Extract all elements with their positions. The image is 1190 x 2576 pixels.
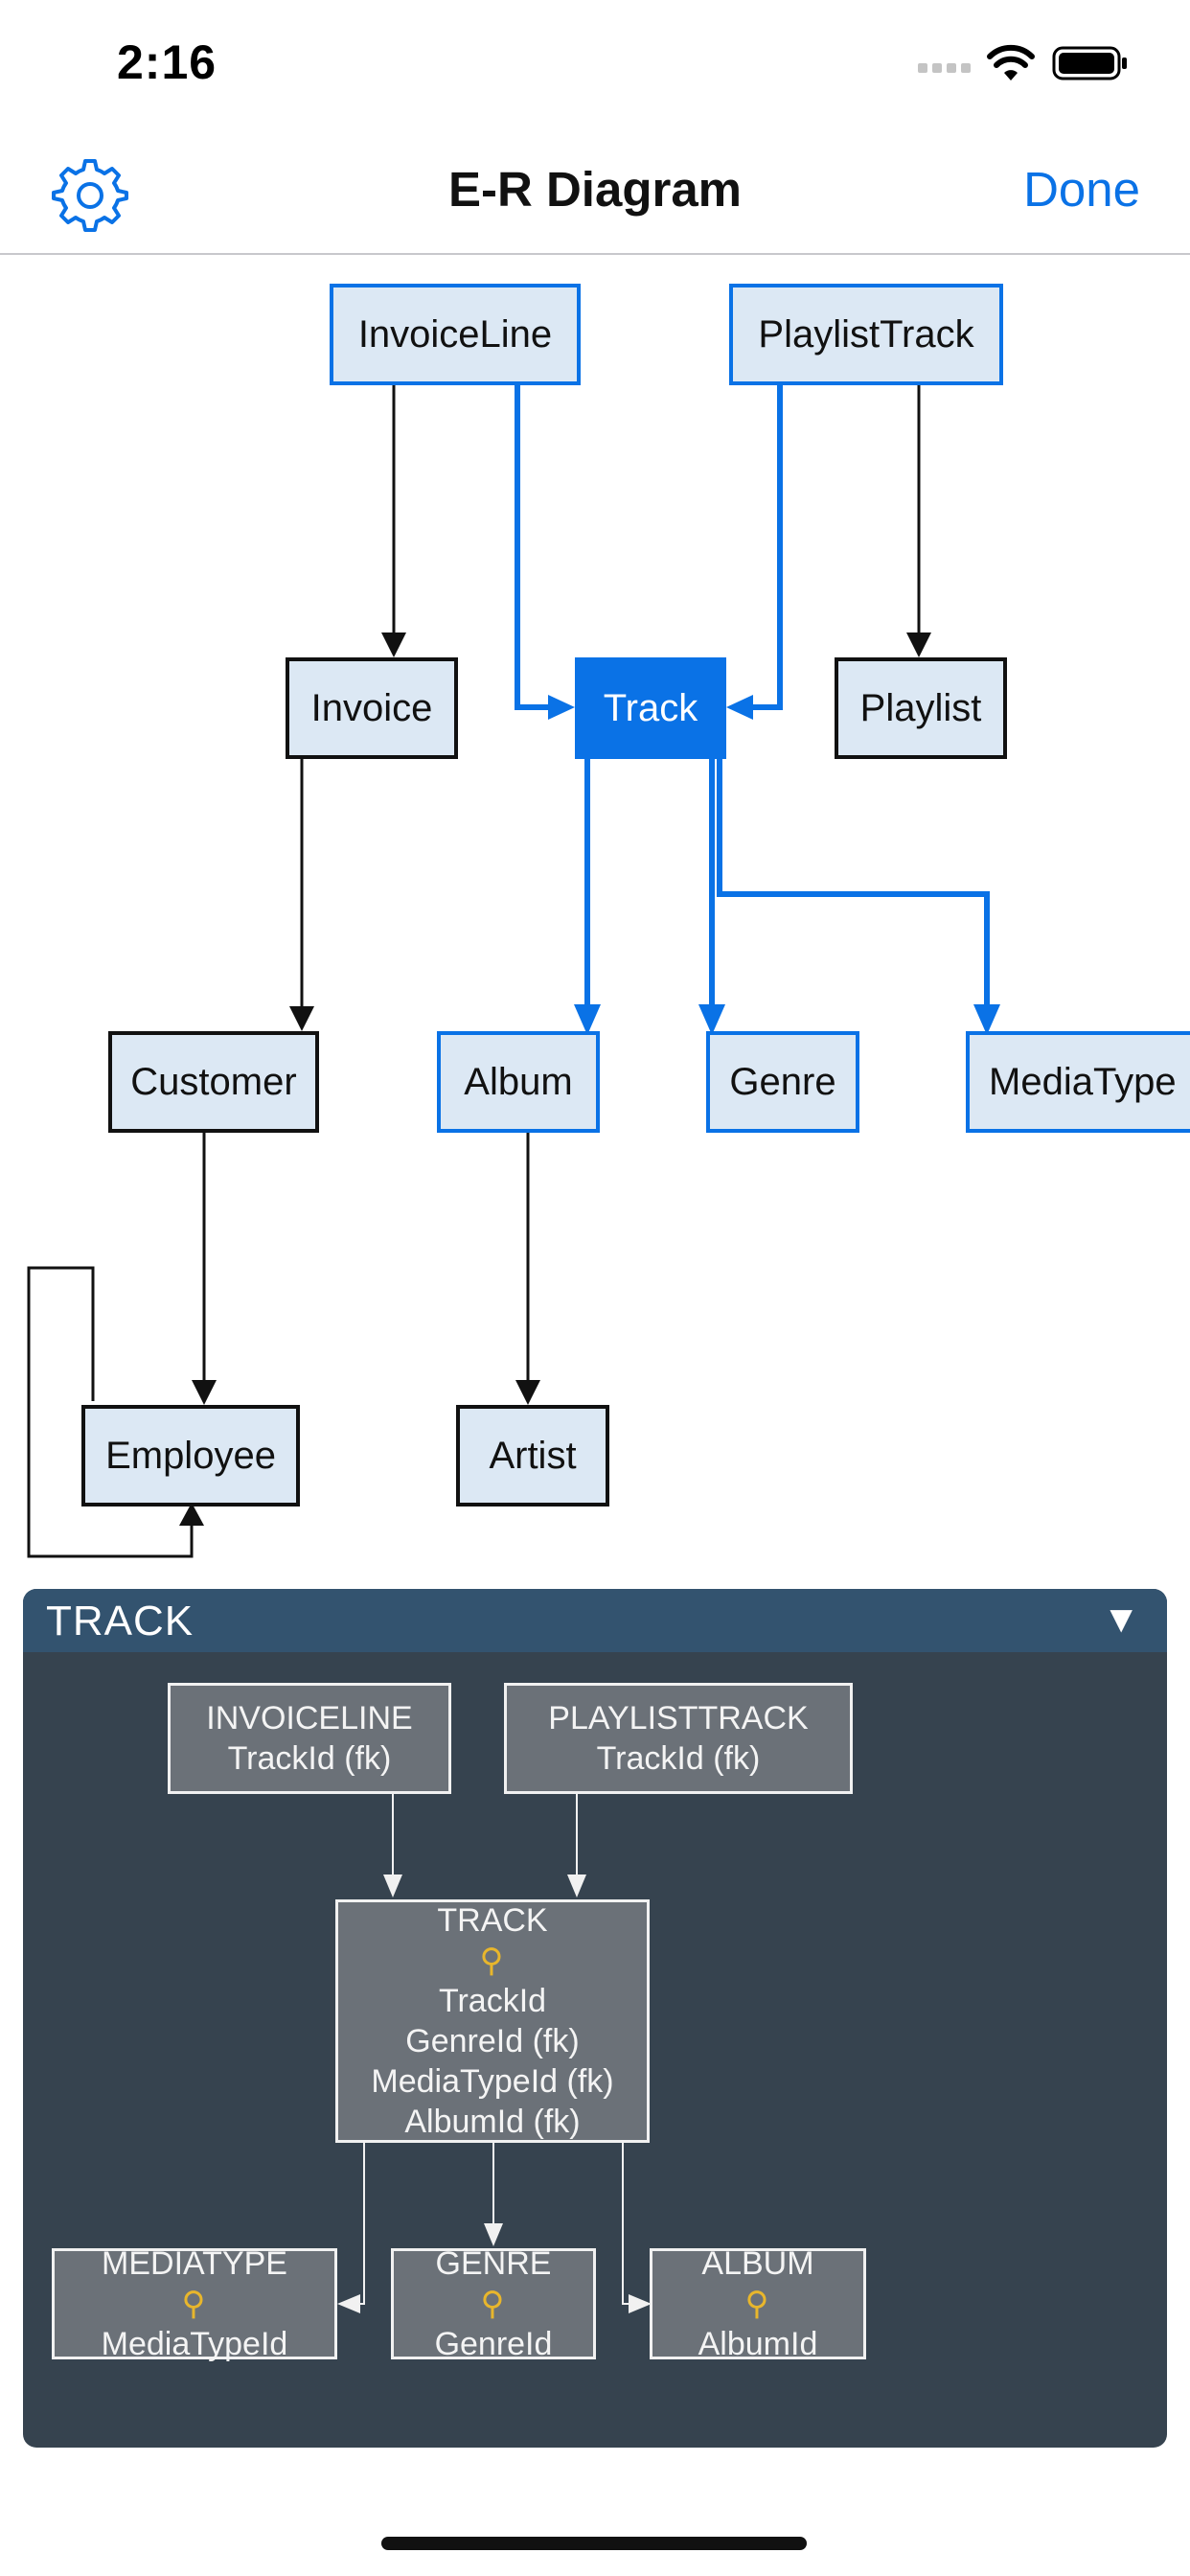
battery-icon (1052, 46, 1127, 80)
entity-field: MediaTypeId (fk) (371, 2063, 614, 2100)
entity-name: INVOICELINE (206, 1700, 413, 1736)
detail-entity-playlisttrack[interactable]: PLAYLISTTRACK TrackId (fk) (504, 1683, 853, 1794)
entity-customer[interactable]: Customer (108, 1031, 319, 1133)
status-bar: 2:16 (0, 0, 1190, 126)
entity-genre[interactable]: Genre (706, 1031, 859, 1133)
diagram-edges (27, 384, 1000, 1558)
detail-edges (337, 1792, 652, 2313)
edge-track-mediatype (717, 758, 990, 1012)
entity-album[interactable]: Album (437, 1031, 600, 1133)
detail-entity-invoiceline[interactable]: INVOICELINE TrackId (fk) (168, 1683, 451, 1794)
detail-entity-genre[interactable]: GENRE ⚲GenreId (391, 2245, 596, 2362)
entity-playlist[interactable]: Playlist (835, 657, 1007, 759)
entity-mediatype[interactable]: MediaType (966, 1031, 1190, 1133)
cellular-signal-icon (918, 63, 971, 73)
primary-key-field: ⚲GenreId (394, 2284, 593, 2364)
primary-key-field: ⚲MediaTypeId (55, 2284, 334, 2364)
arrowhead-artist (515, 1380, 540, 1405)
wifi-icon (987, 44, 1035, 80)
edge-employee-self (27, 1266, 194, 1558)
done-button[interactable]: Done (1023, 162, 1140, 217)
arrowhead-genre (698, 1004, 725, 1035)
entity-name: ALBUM (701, 2245, 814, 2282)
entity-name: TRACK (437, 1902, 548, 1939)
home-indicator[interactable] (381, 2537, 807, 2550)
arrowhead-track-left (548, 695, 575, 720)
edge-playlisttrack-track (751, 384, 783, 710)
gear-icon (52, 159, 128, 232)
settings-button[interactable] (52, 155, 128, 232)
entity-name: GENRE (435, 2245, 552, 2282)
key-icon: ⚲ (744, 2286, 769, 2322)
detail-entity-track[interactable]: TRACK ⚲TrackId GenreId (fk) MediaTypeId … (335, 1899, 650, 2143)
collapse-triangle-icon[interactable]: ▼ (1102, 1598, 1140, 1641)
page-title: E-R Diagram (447, 162, 743, 217)
arrowhead-employee (192, 1380, 217, 1405)
er-diagram: InvoiceLine PlaylistTrack Invoice Track … (0, 255, 1190, 1577)
entity-detail-panel: TRACK ▼ INVOICELINE TrackId (fk) PLAYLIS… (23, 1589, 1167, 2448)
entity-name: PLAYLISTTRACK (548, 1700, 809, 1736)
entity-field: TrackId (fk) (596, 1740, 761, 1777)
entity-field: TrackId (fk) (227, 1740, 392, 1777)
arrowhead-employee-self (179, 1503, 204, 1526)
entity-employee[interactable]: Employee (81, 1405, 300, 1506)
navigation-bar: E-R Diagram Done (0, 126, 1190, 255)
arrowhead-invoice (381, 632, 406, 657)
key-icon: ⚲ (479, 1943, 504, 1979)
primary-key-field: ⚲TrackId (338, 1941, 647, 2021)
status-time: 2:16 (117, 35, 217, 89)
entity-artist[interactable]: Artist (456, 1405, 609, 1506)
arrowhead-album (574, 1004, 601, 1035)
key-icon: ⚲ (181, 2286, 206, 2322)
arrowhead-customer (289, 1006, 314, 1031)
entity-field: GenreId (fk) (405, 2023, 580, 2059)
entity-playlisttrack[interactable]: PlaylistTrack (729, 284, 1003, 385)
arrowhead-mediatype (973, 1004, 1000, 1035)
entity-field: AlbumId (fk) (404, 2104, 581, 2140)
entity-invoice[interactable]: Invoice (286, 657, 458, 759)
arrowhead-playlist (906, 632, 931, 657)
detail-header[interactable]: TRACK ▼ (23, 1589, 1167, 1652)
key-icon: ⚲ (480, 2286, 505, 2322)
entity-name: MEDIATYPE (102, 2245, 287, 2282)
edge-invoiceline-track (515, 384, 552, 710)
primary-key-field: ⚲AlbumId (652, 2284, 863, 2364)
detail-title: TRACK (46, 1598, 195, 1644)
entity-track-selected[interactable]: Track (575, 657, 726, 759)
detail-entity-mediatype[interactable]: MEDIATYPE ⚲MediaTypeId (52, 2245, 337, 2362)
detail-entity-album[interactable]: ALBUM ⚲AlbumId (650, 2245, 866, 2362)
arrowhead-track-right (726, 695, 753, 720)
entity-invoiceline[interactable]: InvoiceLine (330, 284, 581, 385)
